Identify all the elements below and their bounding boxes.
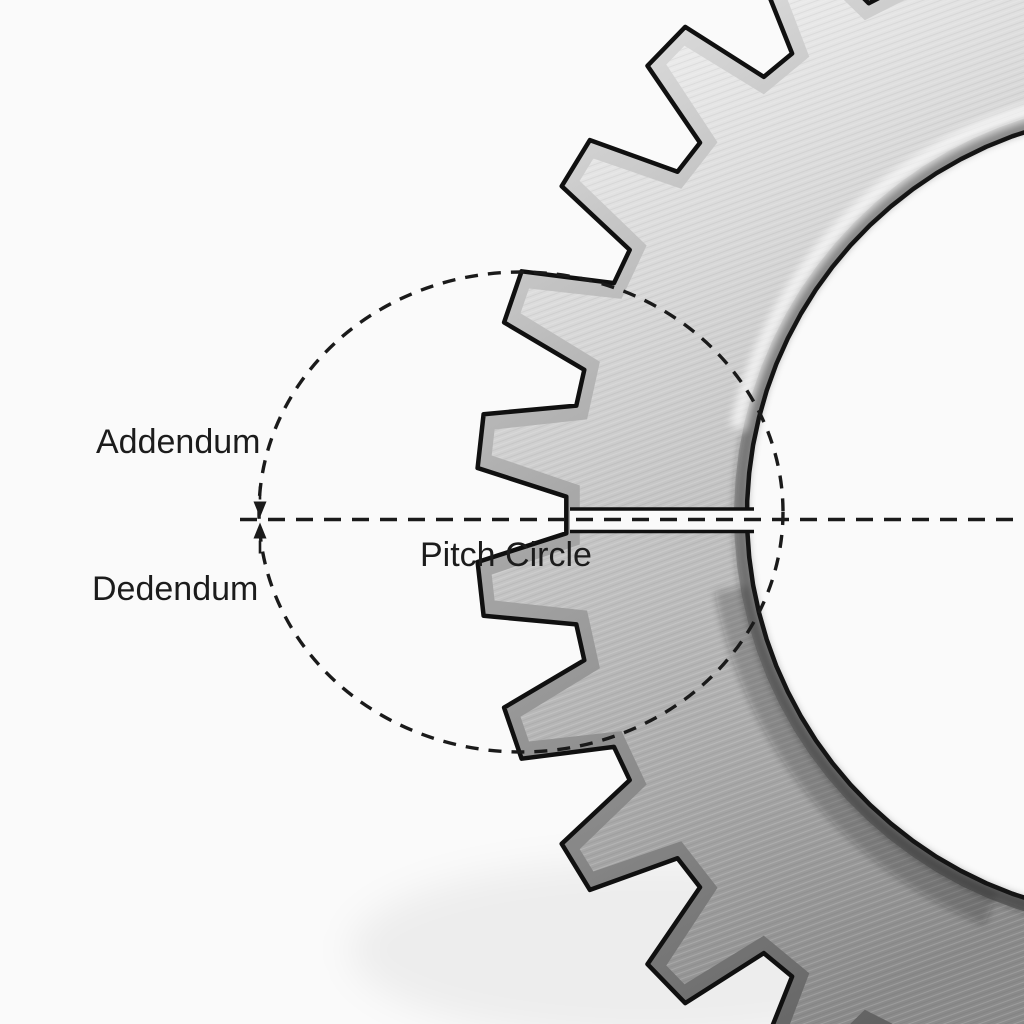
addendum-label: Addendum xyxy=(96,423,260,461)
dedendum-label: Dedendum xyxy=(92,570,258,608)
addendum-arrow-down-icon xyxy=(253,501,267,518)
dedendum-arrow-up-icon xyxy=(253,522,267,539)
gear xyxy=(475,0,1024,1024)
inner-hole-bright-rim xyxy=(729,104,1024,429)
inner-hole-shadow-band xyxy=(714,585,998,925)
pitch-circle-label: Pitch Circle xyxy=(420,536,592,574)
measurement-arrows xyxy=(253,486,267,554)
